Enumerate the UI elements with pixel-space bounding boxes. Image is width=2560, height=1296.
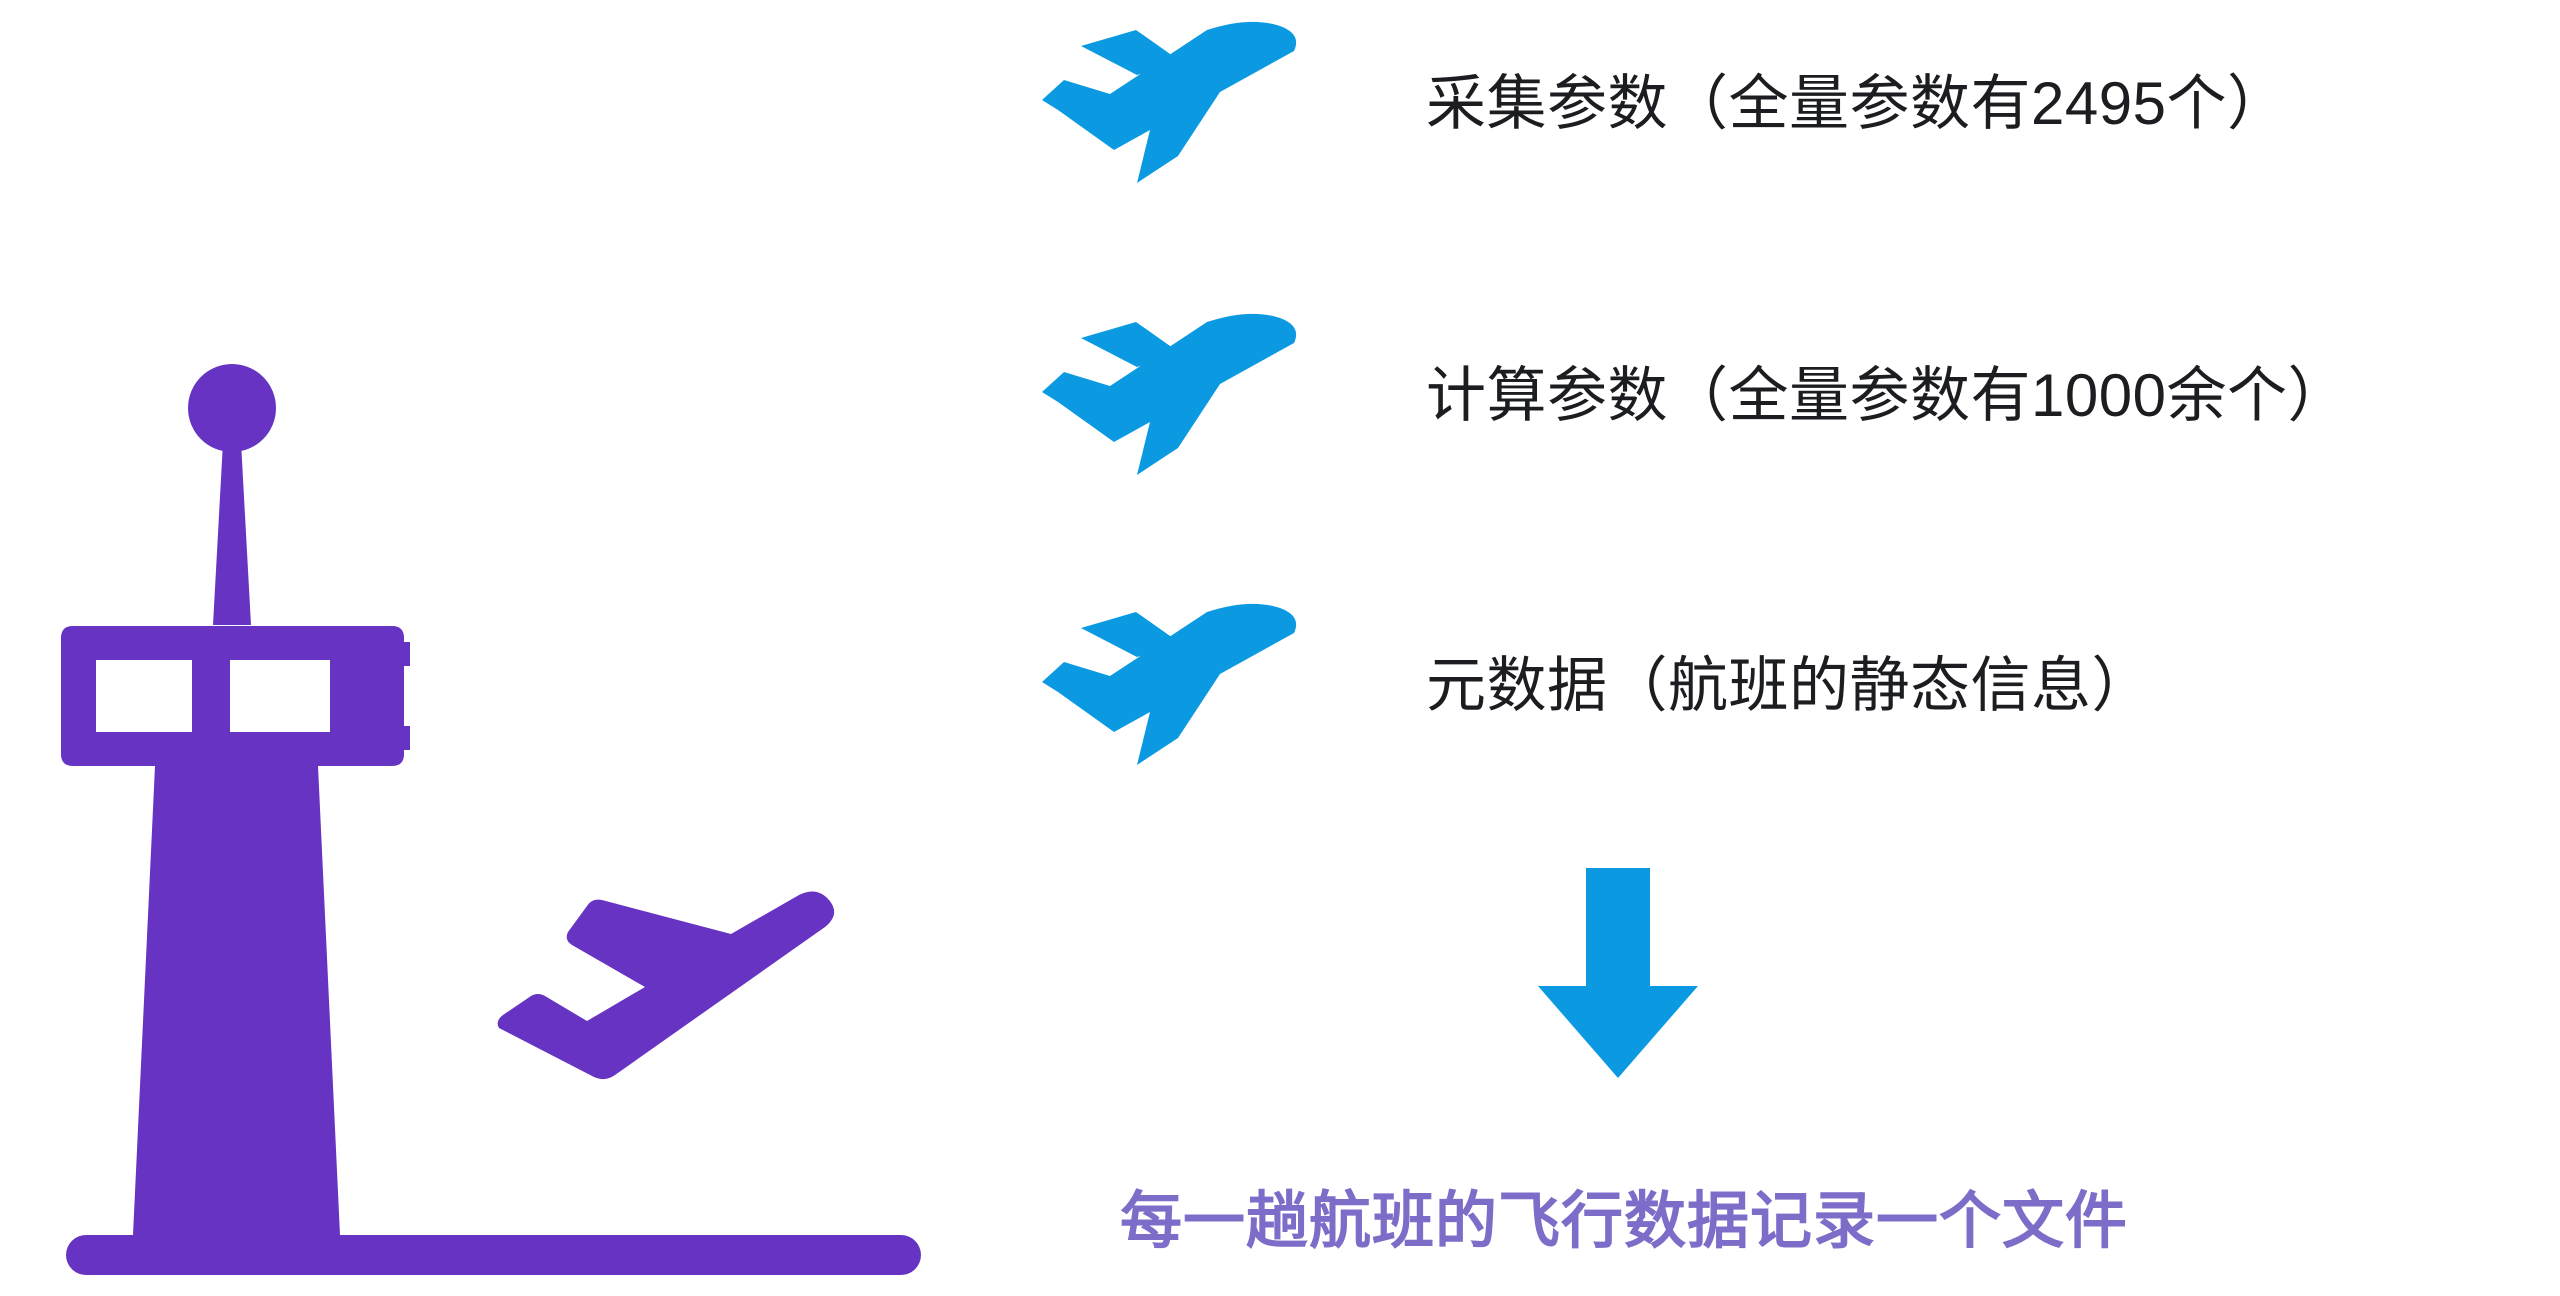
flight-data-source-list: 采集参数（全量参数有2495个） 计算参数（全量参数有1000余个） [1040, 0, 2560, 840]
tower-cab-ledge-right-icon [392, 642, 410, 666]
list-item: 元数据（航班的静态信息） [1040, 600, 2560, 770]
tower-shaft-icon [133, 766, 340, 1235]
tower-ground-bar-icon [66, 1235, 921, 1275]
tower-antenna-mast-icon [213, 442, 251, 625]
airplane-takeoff-icon [1040, 600, 1330, 770]
airplane-takeoff-icon [1040, 310, 1330, 480]
list-item-label: 计算参数（全量参数有1000余个） [1426, 361, 2348, 429]
list-item-label: 元数据（航班的静态信息） [1426, 651, 2152, 719]
conclusion-text: 每一趟航班的飞行数据记录一个文件 [1120, 1187, 2129, 1256]
tower-antenna-ball-icon [188, 364, 276, 452]
tower-cab-icon [61, 626, 404, 766]
list-item-label: 采集参数（全量参数有2495个） [1426, 69, 2288, 137]
list-item: 采集参数（全量参数有2495个） [1040, 18, 2560, 188]
air-traffic-control-tower-illustration [0, 330, 980, 1296]
arrow-down-icon [1528, 858, 1708, 1088]
tower-cab-ledge-right-lower-icon [392, 726, 410, 750]
departing-airplane-icon [497, 891, 835, 1080]
list-item: 计算参数（全量参数有1000余个） [1040, 310, 2560, 480]
airplane-takeoff-icon [1040, 18, 1330, 188]
